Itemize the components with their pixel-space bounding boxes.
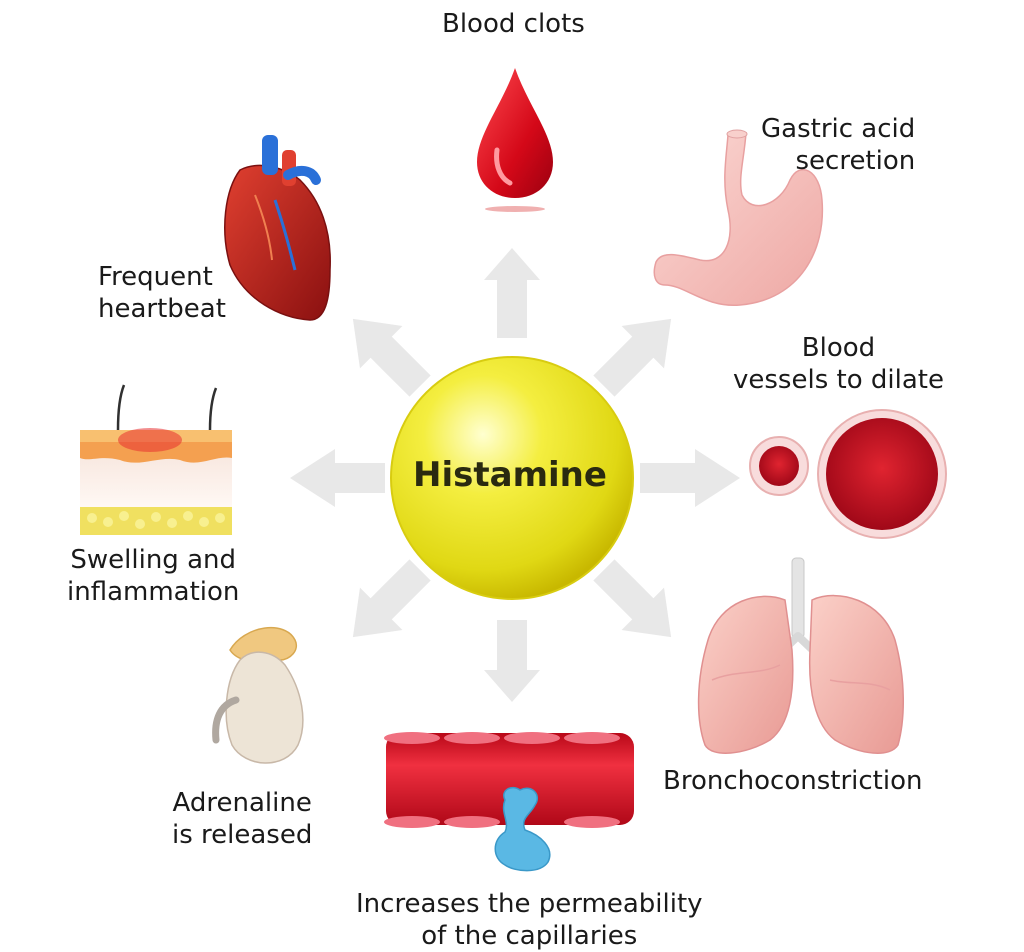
- label-adrenaline: Adrenaline is released: [172, 788, 313, 850]
- arrow-right: [640, 449, 740, 507]
- label-permeability: Increases the permeability of the capill…: [356, 889, 703, 951]
- arrow-up-right: [593, 318, 672, 397]
- arrow-down: [484, 620, 540, 702]
- blood-drop-icon: [477, 68, 553, 212]
- arrow-down-right: [593, 559, 672, 638]
- adrenal-gland-icon: [212, 626, 304, 764]
- capillary-icon: [384, 732, 634, 872]
- arrow-down-left: [352, 559, 431, 638]
- arrow-up: [484, 248, 540, 338]
- label-gastric-acid: Gastric acid secretion: [761, 114, 916, 176]
- label-blood-clots: Blood clots: [442, 9, 585, 39]
- arrows: [290, 248, 740, 702]
- skin-section-icon: [80, 384, 232, 535]
- stomach-icon: [653, 129, 824, 306]
- lungs-icon: [697, 557, 905, 754]
- heart-icon: [224, 135, 331, 321]
- arrow-up-left: [352, 318, 431, 397]
- histamine-label: Histamine: [413, 455, 607, 495]
- histamine-sphere: [390, 356, 634, 600]
- label-bronchoconstriction: Bronchoconstriction: [663, 766, 923, 796]
- label-heartbeat: Frequent heartbeat: [98, 262, 226, 324]
- arrow-left: [290, 449, 385, 507]
- blood-vessel-cross-section-icon: [749, 409, 947, 539]
- label-swelling: Swelling and inflammation: [67, 545, 240, 607]
- label-blood-vessels: Blood vessels to dilate: [733, 333, 944, 395]
